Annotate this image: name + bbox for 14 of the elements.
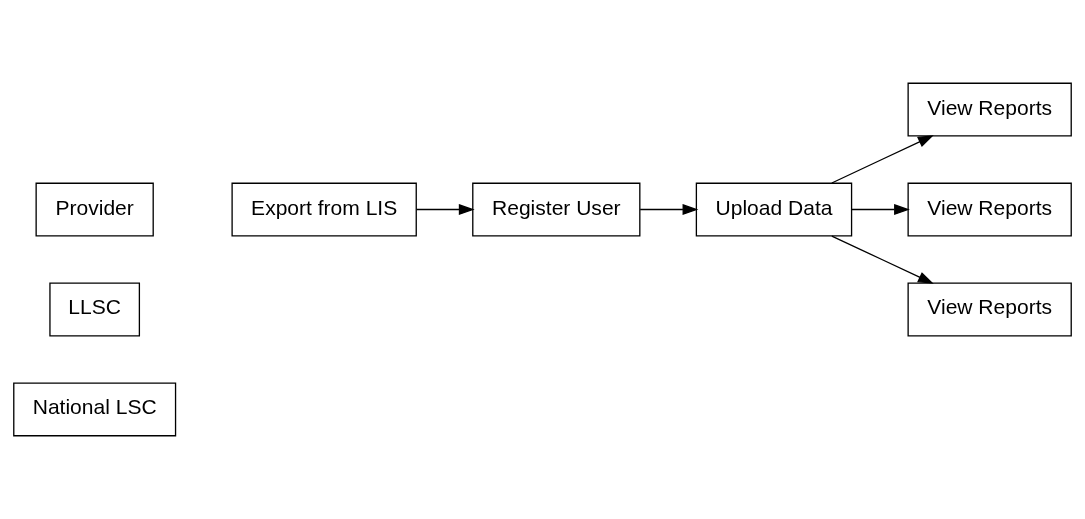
arrow	[831, 235, 934, 284]
arrow	[639, 204, 699, 216]
node-box: Upload Data	[695, 182, 853, 237]
node-box: Register User	[472, 182, 641, 237]
node-box: View Reports	[907, 282, 1072, 337]
node-box: National LSC	[13, 382, 177, 437]
node-box: View Reports	[907, 82, 1072, 137]
arrow	[831, 135, 934, 184]
node-box: Provider	[35, 182, 154, 237]
arrow	[850, 204, 910, 216]
arrow	[415, 204, 475, 216]
node-box: View Reports	[907, 182, 1072, 237]
node-box: Export from LIS	[231, 182, 417, 237]
node-box: LLSC	[49, 282, 141, 337]
